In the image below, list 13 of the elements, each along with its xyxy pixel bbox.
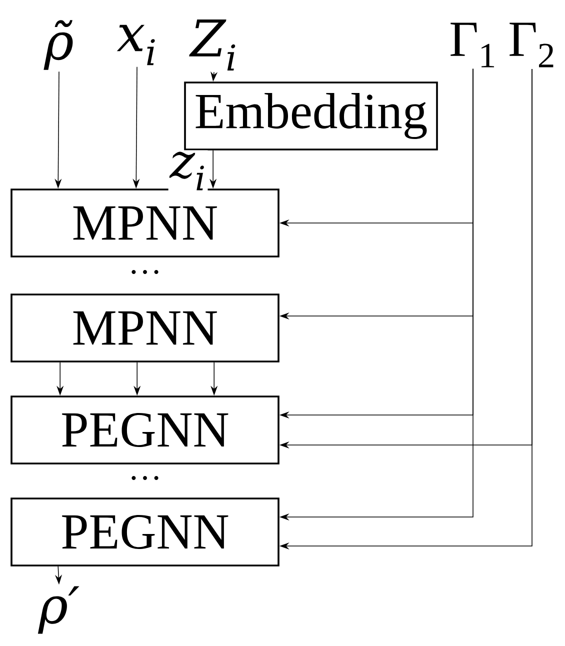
variable-label: ρ̃ <box>44 20 73 70</box>
variable-label: ρ′ <box>38 586 80 634</box>
ellipsis: … <box>132 270 158 274</box>
variable-label: Z$_{i}$ <box>189 20 236 70</box>
ellipsis: … <box>132 476 158 480</box>
variable-label: Γ$_{2}$ <box>510 22 554 68</box>
process-box: PEGNN <box>10 498 280 566</box>
process-box: PEGNN <box>10 396 280 464</box>
variable-label: Γ$_{1}$ <box>450 22 494 68</box>
edge-label: z$_{i}$ <box>168 150 208 192</box>
variable-label: x$_{i}$ <box>116 24 155 66</box>
process-box: MPNN <box>10 294 280 362</box>
process-box: Embedding <box>184 82 438 150</box>
